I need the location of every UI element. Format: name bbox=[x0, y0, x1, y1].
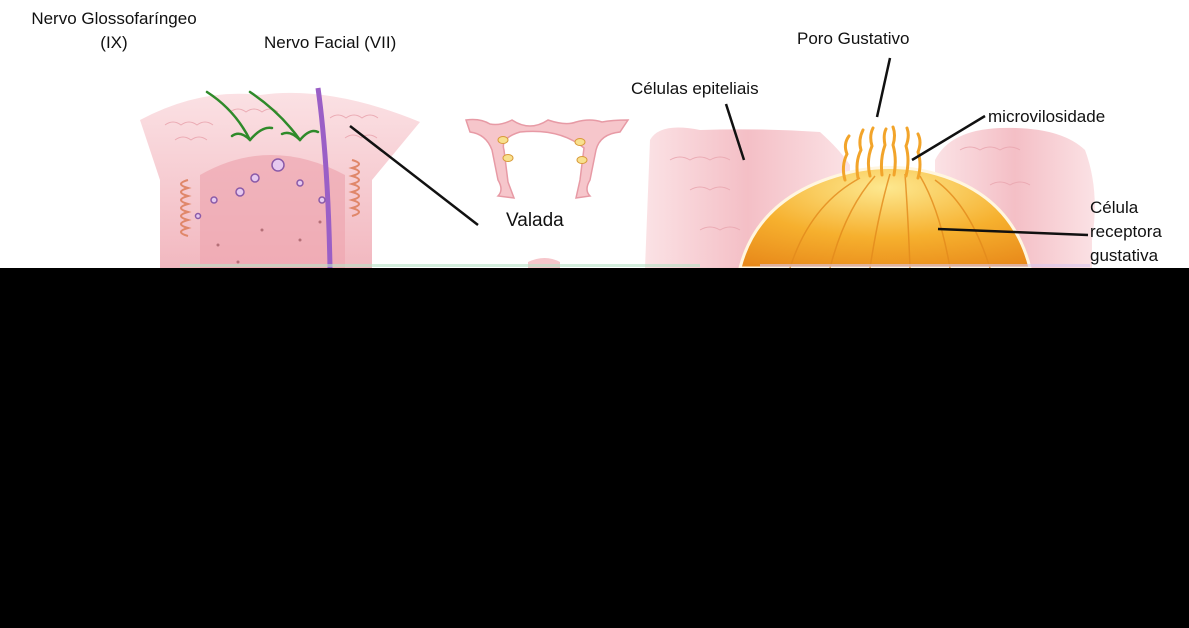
label-microvilli: microvilosidade bbox=[988, 107, 1105, 127]
valada-groove bbox=[466, 120, 628, 199]
vallate-papilla-section bbox=[140, 88, 478, 268]
label-receptor-line2: receptora bbox=[1090, 222, 1170, 242]
label-epithelial-cells: Células epiteliais bbox=[631, 79, 759, 99]
illustration-panel: Nervo Glossofaríngeo (IX) Nervo Facial (… bbox=[0, 0, 1189, 268]
label-taste-pore: Poro Gustativo bbox=[797, 29, 909, 49]
label-receptor-line1: Célula bbox=[1090, 198, 1170, 218]
label-glossopharyngeal-nerve: Nervo Glossofaríngeo bbox=[8, 9, 220, 29]
label-facial-nerve: Nervo Facial (VII) bbox=[264, 33, 396, 53]
label-valada: Valada bbox=[506, 211, 564, 231]
image-artifact-strip bbox=[180, 264, 1090, 267]
label-glossopharyngeal-number: (IX) bbox=[8, 33, 220, 53]
papilla-core bbox=[200, 155, 345, 268]
blacked-out-region bbox=[0, 268, 1189, 628]
poro-leader-line bbox=[877, 58, 890, 117]
label-receptor-line3: gustativa bbox=[1090, 246, 1170, 266]
valada-papilla-icon bbox=[466, 120, 628, 269]
